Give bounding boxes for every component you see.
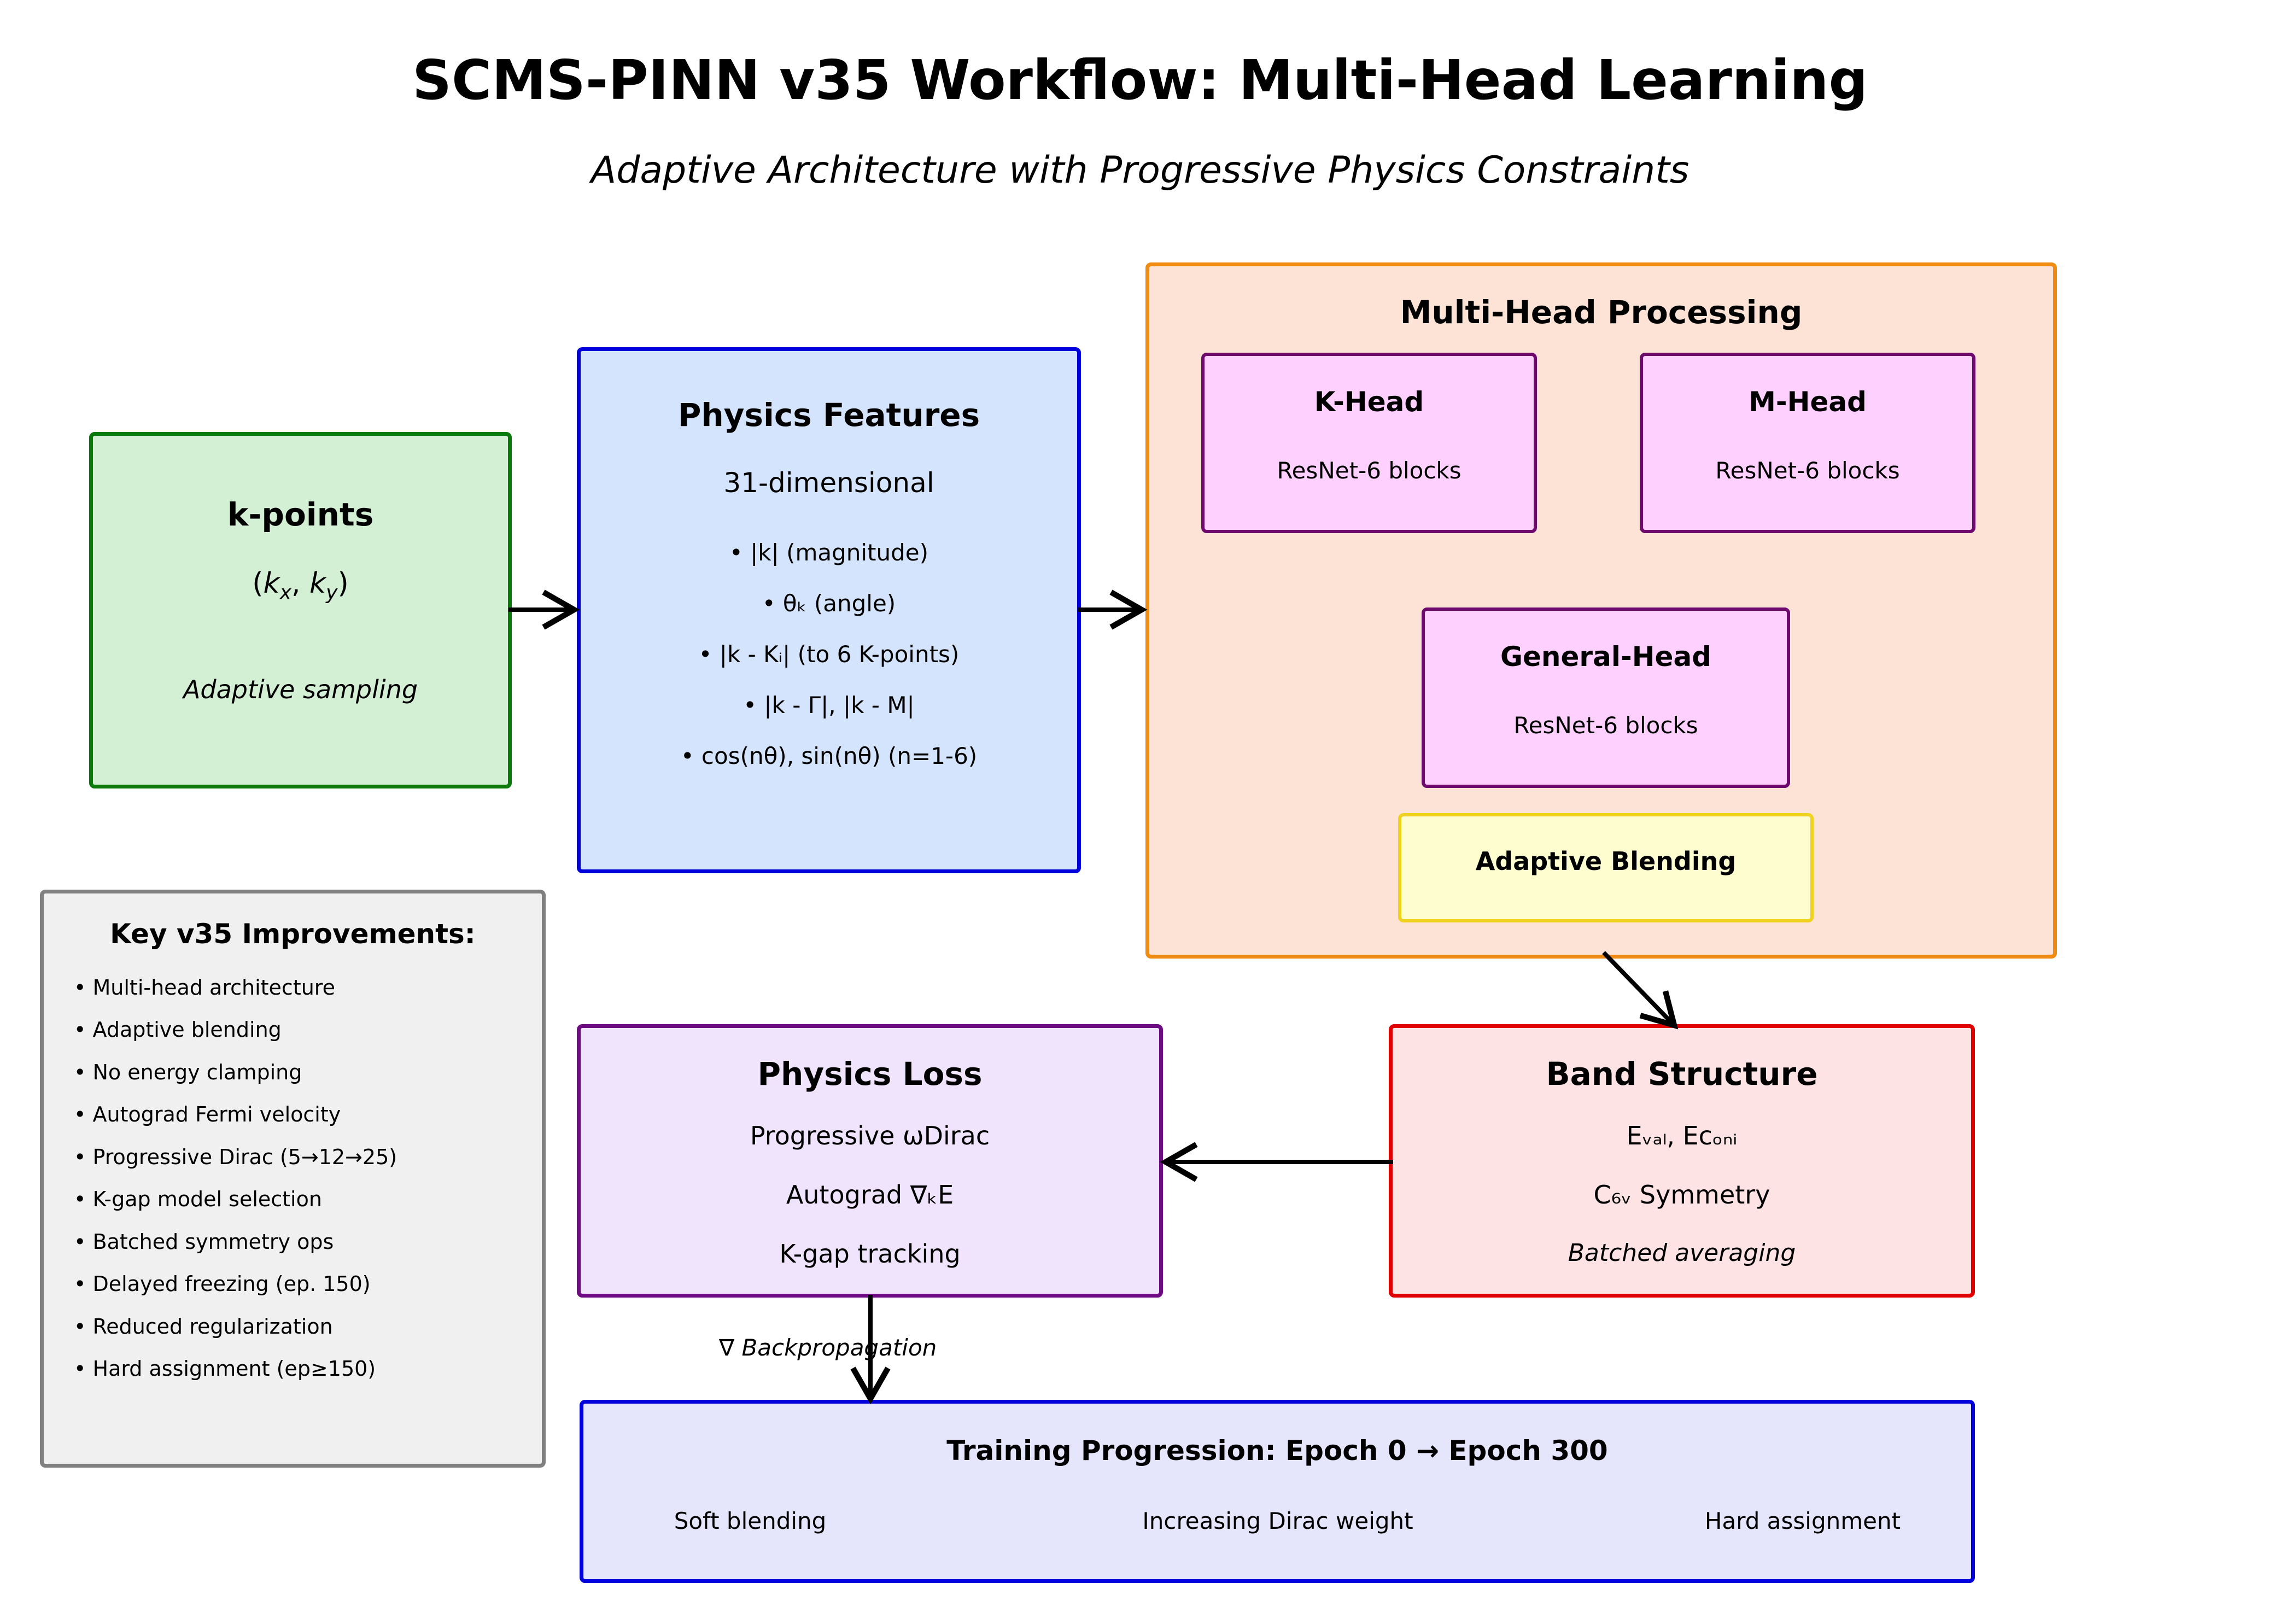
band-note: Batched averaging xyxy=(1568,1239,1796,1267)
general-head-desc: ResNet-6 blocks xyxy=(1513,712,1698,739)
feature-item: • |k - Kᵢ| (to 6 K-points) xyxy=(698,641,960,668)
multihead-title: Multi-Head Processing xyxy=(1400,294,1803,331)
feature-item: • cos(nθ), sin(nθ) (n=1-6) xyxy=(680,743,978,769)
loss-item: K-gap tracking xyxy=(779,1239,961,1269)
improvement-item: • Adaptive blending xyxy=(74,1018,282,1042)
training-title: Training Progression: Epoch 0 → Epoch 30… xyxy=(946,1435,1608,1467)
improvement-item: • Progressive Dirac (5→12→25) xyxy=(74,1145,397,1169)
backprop-label: ∇ Backpropagation xyxy=(719,1334,937,1361)
arrow-multihead-to-band xyxy=(1602,951,1679,1030)
m-head-desc: ResNet-6 blocks xyxy=(1715,457,1900,484)
training-stage: Increasing Dirac weight xyxy=(1142,1508,1413,1534)
kx-symbol: k xyxy=(263,567,280,600)
feature-item: • θₖ (angle) xyxy=(762,590,896,617)
m-head-box: M-Head ResNet-6 blocks xyxy=(1640,353,1975,533)
improvement-item: • Batched symmetry ops xyxy=(74,1230,334,1254)
coords-comma: , xyxy=(291,567,310,600)
feature-item: • |k - Γ|, |k - M| xyxy=(743,692,915,718)
diagram-title: SCMS-PINN v35 Workflow: Multi-Head Learn… xyxy=(412,48,1868,112)
physics-loss-title: Physics Loss xyxy=(757,1055,983,1093)
general-head-box: General-Head ResNet-6 blocks xyxy=(1422,607,1790,788)
improvements-list: • Multi-head architecture • Adaptive ble… xyxy=(74,893,522,1464)
improvement-item: • No energy clamping xyxy=(74,1060,302,1084)
adaptive-blending-label: Adaptive Blending xyxy=(1475,846,1737,876)
band-structure-box: Band Structure Eᵥₐₗ, Eᴄₒₙᵢ C₆ᵥ Symmetry … xyxy=(1389,1024,1975,1298)
kpoints-note: Adaptive sampling xyxy=(183,675,418,704)
improvement-item: • Reduced regularization xyxy=(74,1315,333,1339)
kpoints-box: k-points (kx, ky) Adaptive sampling xyxy=(89,432,512,788)
general-head-name: General-Head xyxy=(1500,641,1712,673)
multihead-box: Multi-Head Processing K-Head ResNet-6 bl… xyxy=(1145,262,2057,959)
physics-loss-box: Physics Loss Progressive ωDirac Autograd… xyxy=(577,1024,1163,1298)
improvement-item: • Hard assignment (ep≥150) xyxy=(74,1357,376,1381)
coords-open-paren: ( xyxy=(252,567,264,600)
adaptive-blending-box: Adaptive Blending xyxy=(1398,813,1814,922)
band-structure-title: Band Structure xyxy=(1546,1055,1818,1093)
improvement-item: • Autograd Fermi velocity xyxy=(74,1102,341,1126)
coords-close-paren: ) xyxy=(337,567,349,600)
band-item: Eᵥₐₗ, Eᴄₒₙᵢ xyxy=(1626,1121,1738,1150)
band-item: C₆ᵥ Symmetry xyxy=(1593,1180,1770,1210)
kpoints-title: k-points xyxy=(227,496,374,533)
features-box: Physics Features 31-dimensional • |k| (m… xyxy=(577,347,1081,873)
training-stage: Soft blending xyxy=(674,1508,827,1534)
k-head-box: K-Head ResNet-6 blocks xyxy=(1201,353,1537,533)
improvement-item: • Delayed freezing (ep. 150) xyxy=(74,1272,371,1296)
m-head-name: M-Head xyxy=(1749,386,1867,418)
training-box: Training Progression: Epoch 0 → Epoch 30… xyxy=(580,1400,1975,1583)
features-dimension: 31-dimensional xyxy=(723,467,934,499)
k-head-name: K-Head xyxy=(1314,386,1424,418)
ky-symbol: k xyxy=(309,567,326,600)
improvements-box: Key v35 Improvements: • Multi-head archi… xyxy=(40,890,546,1468)
diagram-subtitle: Adaptive Architecture with Progressive P… xyxy=(591,149,1689,192)
improvements-title: Key v35 Improvements: xyxy=(110,918,476,950)
improvement-item: • K-gap model selection xyxy=(74,1187,322,1211)
kx-subscript: x xyxy=(279,581,291,604)
k-head-desc: ResNet-6 blocks xyxy=(1277,457,1461,484)
loss-item: Progressive ωDirac xyxy=(750,1121,990,1150)
loss-item: Autograd ∇ₖE xyxy=(786,1180,954,1210)
kpoints-coords: (kx, ky) xyxy=(93,567,508,604)
improvement-item: • Multi-head architecture xyxy=(74,975,335,1000)
ky-subscript: y xyxy=(326,581,338,604)
feature-item: • |k| (magnitude) xyxy=(729,539,929,566)
features-title: Physics Features xyxy=(677,396,980,434)
training-stage: Hard assignment xyxy=(1704,1508,1901,1534)
